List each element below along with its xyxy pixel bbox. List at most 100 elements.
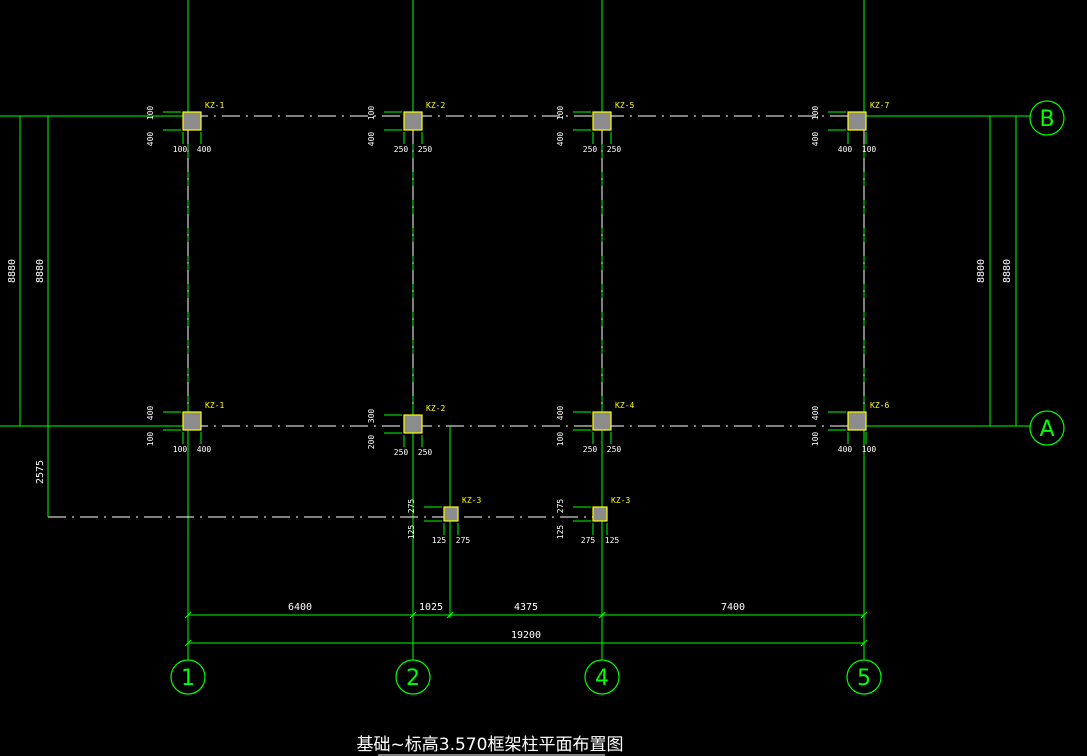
column-body [592,411,612,431]
column-dim-h2: 100 [862,145,877,154]
column-6: KZ-2 300 200 250 250 [367,404,445,457]
column-dim-h1: 250 [394,448,409,457]
bottom-dim-tick-2 [409,611,417,619]
column-body [403,414,423,434]
axis-label-2: 2 [406,666,420,691]
column-dim-v2: 100 [146,432,155,447]
column-body [443,506,459,522]
column-dim-v2: 400 [811,132,820,147]
column-10: KZ-3 275 125 275 125 [556,496,630,545]
column-1: KZ-1 100 400 100 400 [146,101,224,154]
axis-label-A: A [1039,417,1054,442]
column-8: KZ-6 400 100 400 100 [811,401,889,454]
dim-right-inner: 8880 [1002,259,1013,283]
column-dim-v1: 400 [556,406,565,421]
bottom-total-tick-1 [184,639,192,647]
column-dim-h1: 125 [432,536,447,545]
column-dim-h2: 250 [607,445,622,454]
dim-left-offset: 2575 [35,460,46,484]
bottom-dim-tick-4 [598,611,606,619]
column-label: KZ-4 [615,401,634,410]
column-dim-v2: 200 [367,435,376,450]
column-dim-v1: 300 [367,409,376,424]
axis-bubble-1 [170,659,206,695]
column-dim-v1: 100 [146,106,155,121]
column-9: KZ-3 275 125 125 275 [407,496,481,545]
column-dim-h1: 400 [838,145,853,154]
column-label: KZ-3 [462,496,481,505]
column-label: KZ-1 [205,101,224,110]
column-label: KZ-3 [611,496,630,505]
axis-bubble-2 [395,659,431,695]
column-body [403,111,423,131]
column-dim-h2: 250 [607,145,622,154]
column-dim-h2: 275 [456,536,471,545]
column-2: KZ-2 100 400 250 250 [367,101,445,154]
column-dim-h2: 250 [418,145,433,154]
dim-bottom-2: 1025 [419,602,443,613]
column-body [847,111,867,131]
column-label: KZ-2 [426,101,445,110]
column-body [592,111,612,131]
column-dim-h2: 400 [197,145,212,154]
axis-label-4: 4 [595,666,609,691]
column-3: KZ-5 100 400 250 250 [556,101,634,154]
column-dim-v1: 100 [556,106,565,121]
dim-right-outer: 8800 [976,259,987,283]
dim-left-outer: 8880 [7,259,18,283]
dim-bottom-4: 7400 [721,602,745,613]
column-label: KZ-5 [615,101,634,110]
column-dim-v1: 100 [811,106,820,121]
column-dim-v2: 125 [556,525,565,540]
column-dim-v2: 125 [407,525,416,540]
bottom-dim-tick-5 [860,611,868,619]
column-dim-v1: 275 [556,499,565,514]
column-dim-h1: 100 [173,145,188,154]
column-dim-h2: 250 [418,448,433,457]
column-dim-v1: 400 [146,406,155,421]
dim-bottom-3: 4375 [514,602,538,613]
column-dim-v1: 275 [407,499,416,514]
column-dim-h1: 250 [583,145,598,154]
column-dim-h1: 250 [394,145,409,154]
column-body [592,506,608,522]
column-body [847,411,867,431]
column-dim-h1: 100 [173,445,188,454]
column-dim-h2: 400 [197,445,212,454]
axis-bubble-4 [584,659,620,695]
axis-label-5: 5 [857,666,871,691]
dim-bottom-1: 6400 [288,602,312,613]
column-dim-h2: 100 [862,445,877,454]
column-5: KZ-1 400 100 100 400 [146,401,224,454]
column-dim-v2: 400 [367,132,376,147]
column-label: KZ-7 [870,101,889,110]
column-dim-v1: 400 [811,406,820,421]
dim-bottom-total: 19200 [511,630,541,641]
column-dim-v2: 100 [811,432,820,447]
bottom-dim-tick-3 [446,611,454,619]
column-dim-h1: 275 [581,536,596,545]
column-label: KZ-1 [205,401,224,410]
axis-bubble-5 [846,659,882,695]
axis-label-B: B [1039,107,1054,132]
column-body [182,111,202,131]
dim-left-inner: 8880 [35,259,46,283]
column-dim-h1: 400 [838,445,853,454]
column-dim-v2: 400 [146,132,155,147]
column-dim-v2: 100 [556,432,565,447]
column-dim-v2: 400 [556,132,565,147]
bottom-dim-tick-1 [184,611,192,619]
axis-bubble-A [1029,410,1065,446]
column-dim-h2: 125 [605,536,620,545]
column-4: KZ-7 100 400 400 100 [811,101,889,154]
column-body [182,411,202,431]
column-dim-h1: 250 [583,445,598,454]
axis-bubble-B [1029,100,1065,136]
column-label: KZ-6 [870,401,889,410]
column-label: KZ-2 [426,404,445,413]
drawing-title: 基础~标高3.570框架柱平面布置图 [357,735,624,755]
column-dim-v1: 100 [367,106,376,121]
